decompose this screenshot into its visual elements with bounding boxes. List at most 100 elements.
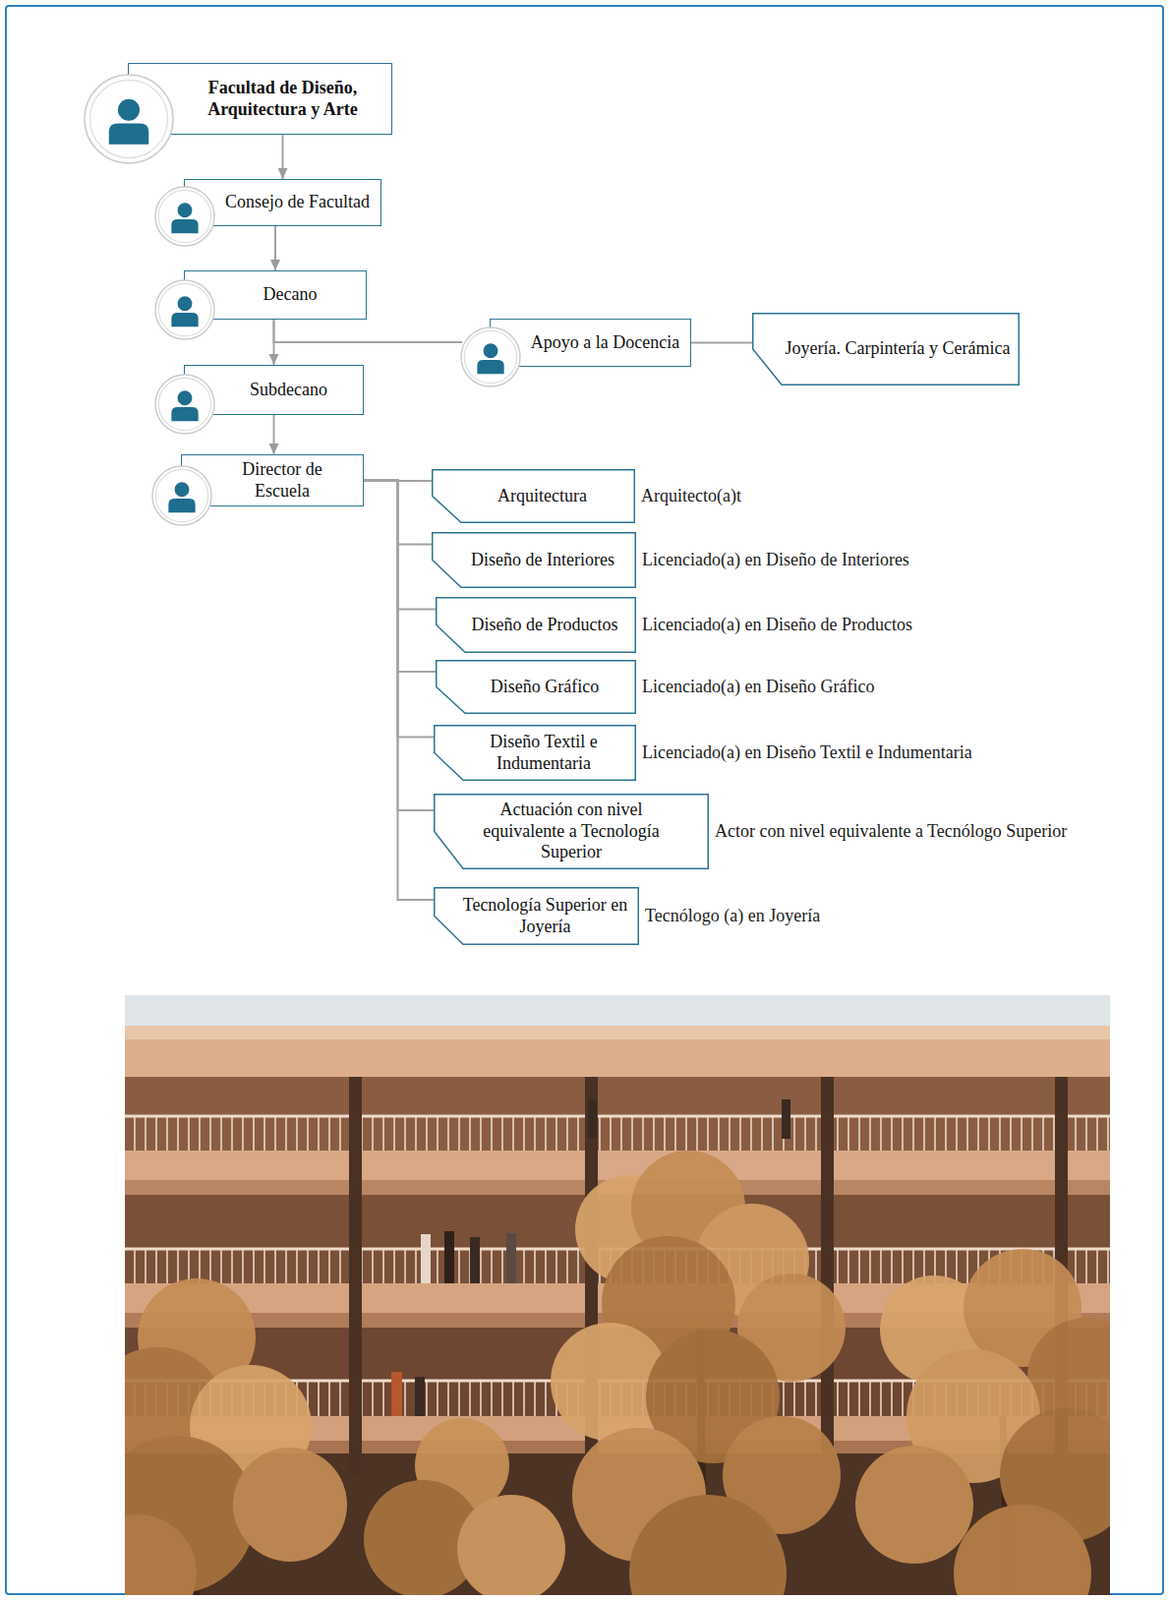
icon-ring — [155, 468, 208, 522]
tree-foliage — [124, 1150, 1111, 1595]
box-text: Facultad de Diseño, Arquitectura y Arte — [183, 77, 382, 120]
foliage — [629, 1494, 787, 1595]
icon-head — [177, 295, 193, 311]
icon-body — [171, 407, 198, 421]
box-outline — [434, 794, 709, 870]
person — [420, 1233, 431, 1284]
person-icon — [149, 463, 215, 528]
box-text: Decano — [222, 284, 358, 306]
icon-head — [483, 343, 499, 358]
box-text: Arquitectura — [457, 485, 628, 508]
icon-ring — [461, 327, 521, 387]
building-photo — [124, 994, 1111, 1595]
box-outline — [434, 725, 637, 781]
box-text: Diseño de Interiores — [457, 549, 629, 572]
icon-ring — [464, 330, 517, 383]
icon-ring — [158, 283, 211, 336]
degree-label: Licenciado(a) en Diseño de Interiores — [642, 549, 910, 572]
icon-ring — [155, 186, 215, 246]
org-box: Joyería. Carpintería y Cerámica — [752, 312, 1020, 386]
foliage — [855, 1445, 974, 1564]
box-outline — [436, 597, 637, 653]
degree-label: Licenciado(a) en Diseño de Productos — [642, 614, 913, 637]
box-text: Director de Escuela — [221, 459, 344, 502]
person — [469, 1236, 480, 1284]
icon-ring — [152, 466, 212, 526]
connector — [363, 480, 436, 673]
window-wall — [124, 1076, 1111, 1151]
person-icon-graphic — [152, 371, 218, 437]
box-text: Actuación con nivel equivalente a Tecnol… — [472, 799, 670, 864]
org-box: Diseño de Interiores — [431, 531, 637, 588]
person-icon-graphic — [458, 324, 524, 390]
icon-ring — [158, 378, 211, 431]
box-outline — [432, 532, 637, 588]
person-icon-graphic — [152, 183, 218, 249]
connector — [273, 414, 276, 455]
box-text: Diseño Textil e Indumentaria — [459, 731, 629, 774]
sky — [124, 994, 1111, 1595]
icon-ring — [155, 280, 215, 340]
person-icon-graphic — [149, 463, 215, 528]
icon-body — [168, 498, 195, 513]
degree-label: Arquitecto(a)t — [641, 485, 742, 508]
org-box: Facultad de Diseño, Arquitectura y Arte — [127, 62, 393, 135]
foliage — [953, 1504, 1092, 1595]
org-box: Apoyo a la Docencia — [489, 318, 692, 367]
org-box: Diseño de Productos — [435, 596, 637, 653]
person-icon — [152, 371, 218, 437]
foliage — [124, 1514, 197, 1595]
person-icon-graphic — [152, 277, 218, 343]
connector — [274, 319, 464, 343]
box-text: Tecnología Superior en Joyería — [455, 894, 636, 937]
degree-label: Tecnólogo (a) en Joyería — [644, 905, 820, 928]
box-text: Consejo de Facultad — [222, 191, 373, 214]
roof-slab — [124, 1025, 1111, 1040]
connector — [363, 480, 436, 610]
icon-head — [175, 481, 190, 497]
icon-body — [171, 219, 198, 234]
box-outline — [434, 887, 640, 945]
icon-head — [117, 99, 140, 121]
person-icon — [81, 71, 176, 167]
icon-head — [177, 202, 193, 218]
box-outline — [753, 313, 1020, 386]
org-box: Actuación con nivel equivalente a Tecnol… — [433, 793, 709, 870]
icon-body — [476, 359, 504, 374]
floor-slab — [124, 1150, 1111, 1180]
org-box: Decano — [183, 270, 367, 320]
connector — [691, 342, 753, 345]
box-text: Joyería. Carpintería y Cerámica — [783, 338, 1012, 360]
railing-bar — [124, 1114, 1111, 1118]
box-outline — [432, 469, 636, 524]
roof-soffit — [124, 1039, 1111, 1079]
person — [781, 1099, 791, 1139]
person — [414, 1376, 425, 1416]
icon-body — [171, 312, 198, 327]
box-text: Subdecano — [222, 379, 355, 402]
page-frame — [5, 5, 1164, 1594]
connector — [282, 134, 285, 179]
box-text: Apoyo a la Docencia — [527, 332, 683, 354]
icon-ring — [155, 374, 215, 434]
person-icon — [152, 183, 218, 249]
org-box: Director de Escuela — [180, 454, 364, 507]
icon-ring — [158, 189, 211, 242]
box-text: Diseño Gráfico — [461, 676, 629, 699]
column — [349, 1076, 362, 1475]
person — [587, 1099, 597, 1139]
org-box: Subdecano — [183, 364, 364, 415]
person — [444, 1230, 455, 1284]
icon-head — [177, 391, 193, 407]
foliage — [457, 1494, 566, 1595]
column — [820, 1076, 834, 1475]
org-box: Diseño Textil e Indumentaria — [433, 724, 637, 781]
degree-label: Actor con nivel equivalente a Tecnólogo … — [714, 820, 1067, 843]
person — [391, 1371, 403, 1416]
connector — [363, 480, 434, 900]
person-icon — [152, 277, 218, 343]
person-icon-graphic — [81, 71, 176, 167]
org-box: Consejo de Facultad — [183, 178, 382, 227]
icon-ring — [89, 80, 168, 159]
